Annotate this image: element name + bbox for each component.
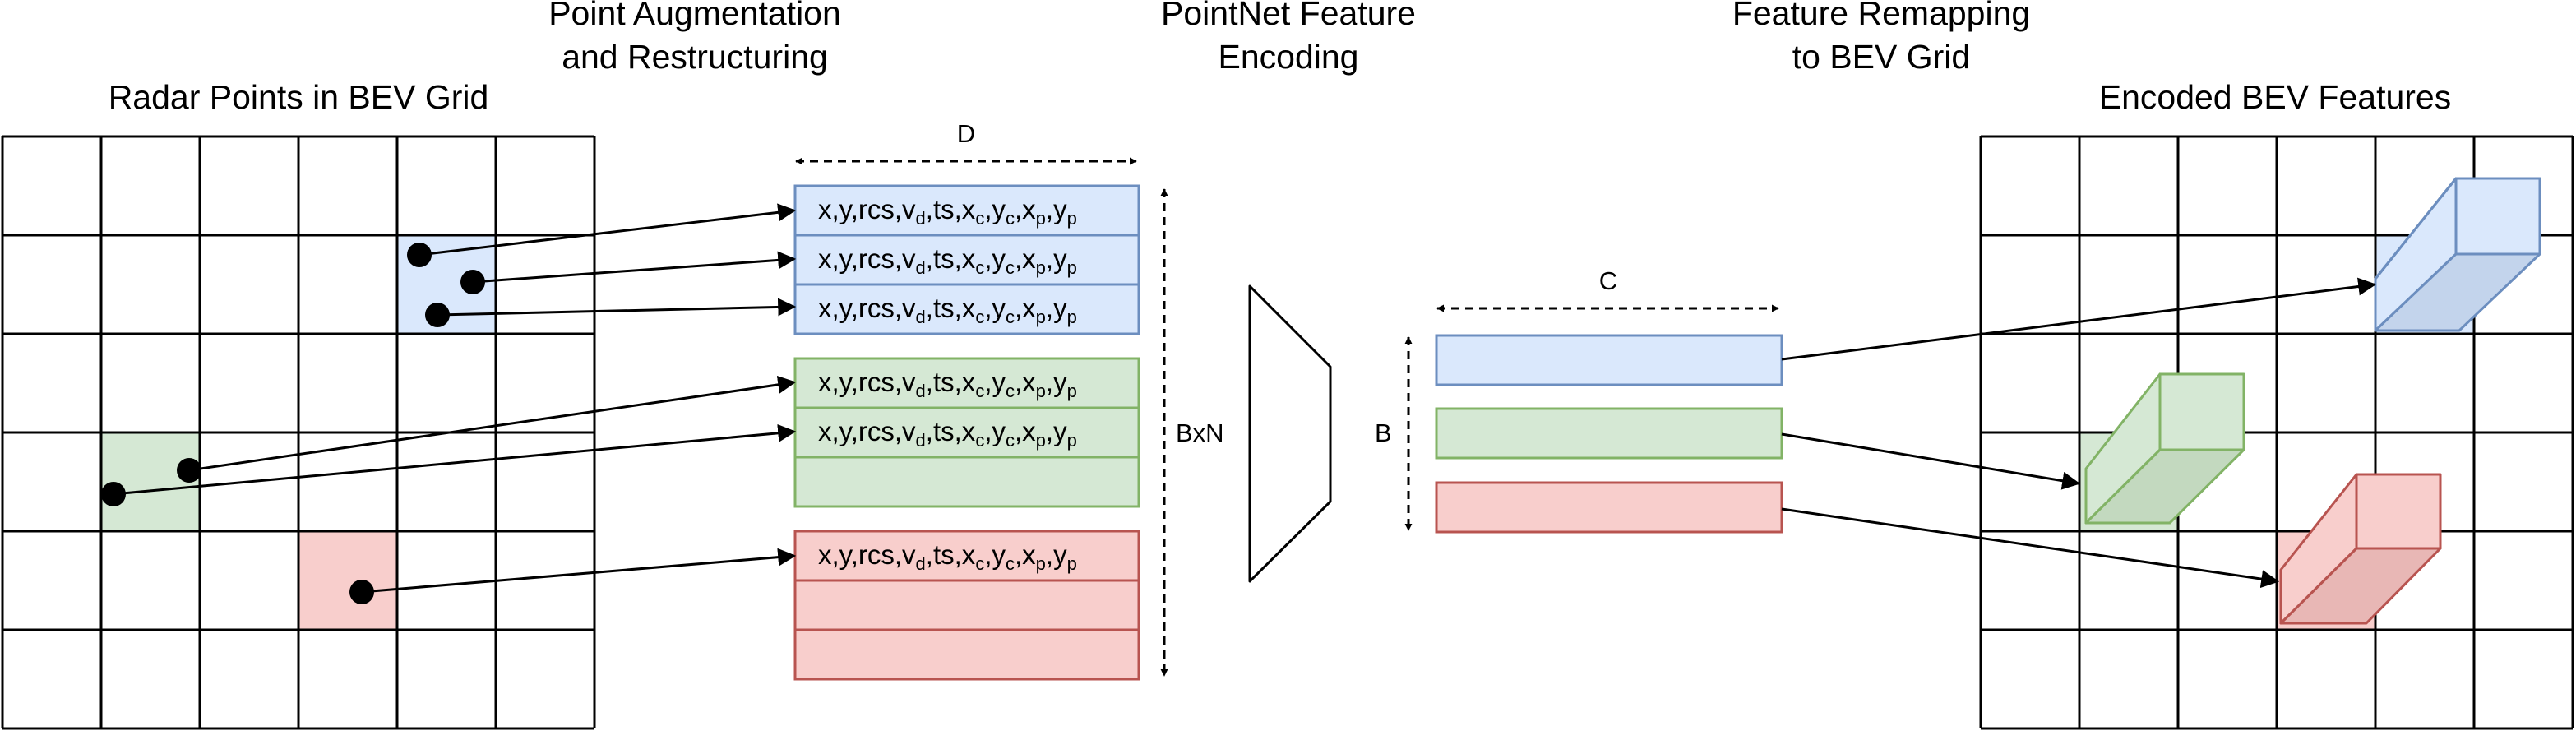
remapping-heading-line2: to BEV Grid: [1792, 38, 1970, 76]
blue-table-row: [793, 234, 1140, 286]
arrow-blue-point-2: [472, 251, 797, 284]
arrow-remap-blue: [1781, 277, 2377, 361]
pointnet-heading-line1: PointNet Feature: [1161, 0, 1416, 32]
red-table-row: [793, 628, 1140, 681]
arrow-remap-green: [1781, 432, 2081, 490]
blue-point-table: x,y,rcs,vd,ts,xc,yc,xp,yp x,y,rcs,vd,ts,x…: [793, 184, 1140, 335]
pointnet-heading-line2: Encoding: [1219, 38, 1359, 76]
left-grid-lines: [1, 135, 596, 730]
pointnet-encoder-shape: [1248, 284, 1332, 583]
arrow-green-point-1: [188, 375, 797, 472]
radar-point-green-1: [177, 458, 201, 483]
augmented-point-tables: x,y,rcs,vd,ts,xc,yc,xp,yp x,y,rcs,vd,ts,x…: [793, 184, 1140, 681]
augmentation-heading-line2: and Restructuring: [562, 38, 828, 76]
blue-table-row: [793, 283, 1140, 335]
radar-point-blue-2: [460, 270, 485, 294]
d-dimension-label: D: [957, 119, 975, 148]
red-feature-vector: [1435, 481, 1783, 534]
arrow-blue-point-1: [419, 203, 797, 257]
radar-point-green-2: [101, 482, 126, 506]
radar-points-heading: Radar Points in BEV Grid: [109, 78, 489, 116]
green-point-table: x,y,rcs,vd,ts,xc,yc,xp,yp x,y,rcs,vd,ts,x…: [793, 357, 1140, 508]
b-dimension-label: B: [1375, 419, 1392, 447]
green-feature-vector: [1435, 407, 1783, 460]
blue-feature-cuboid: [2374, 177, 2541, 332]
blue-feature-vector: [1435, 334, 1783, 386]
arrow-blue-point-3: [437, 298, 797, 317]
red-point-table: x,y,rcs,vd,ts,xc,yc,xp,yp: [793, 530, 1140, 681]
arrow-red-point: [361, 548, 797, 594]
green-table-row: [793, 357, 1140, 409]
blue-row-features: x,y,rcs,vd,ts,xc,yc,xp,yp: [818, 194, 1077, 229]
red-table-row: [793, 530, 1140, 582]
radar-point-blue-3: [425, 303, 450, 327]
remapping-heading-line1: Feature Remapping: [1732, 0, 2030, 32]
radar-point-blue-1: [407, 243, 432, 267]
radar-point-red: [349, 580, 374, 604]
radar-bev-grid: [1, 135, 596, 730]
point-to-row-arrows: [113, 203, 797, 594]
green-feature-cuboid: [2084, 372, 2245, 525]
red-row-features: x,y,rcs,vd,ts,xc,yc,xp,yp: [818, 539, 1077, 574]
red-feature-cuboid: [2279, 473, 2442, 625]
green-row-features: x,y,rcs,vd,ts,xc,yc,xp,yp: [818, 367, 1077, 401]
arrow-green-point-2: [113, 423, 797, 496]
radar-points: [101, 243, 485, 604]
green-table-row: [793, 456, 1140, 508]
red-pillar-cell: [297, 530, 399, 631]
encoded-bev-grid: [1979, 135, 2574, 730]
blue-row-features: x,y,rcs,vd,ts,xc,yc,xp,yp: [818, 243, 1077, 278]
feature-remap-arrows: [1781, 277, 2377, 589]
green-row-features: x,y,rcs,vd,ts,xc,yc,xp,yp: [818, 416, 1077, 451]
arrow-remap-red: [1781, 507, 2280, 589]
augmentation-heading-line1: Point Augmentation: [548, 0, 841, 32]
blue-row-features: x,y,rcs,vd,ts,xc,yc,xp,yp: [818, 293, 1077, 327]
blue-table-row: [793, 184, 1140, 237]
red-table-row: [793, 579, 1140, 631]
bxn-dimension-label: BxN: [1176, 419, 1224, 447]
c-dimension-label: C: [1599, 266, 1617, 295]
encoded-features-heading: Encoded BEV Features: [2099, 78, 2451, 116]
